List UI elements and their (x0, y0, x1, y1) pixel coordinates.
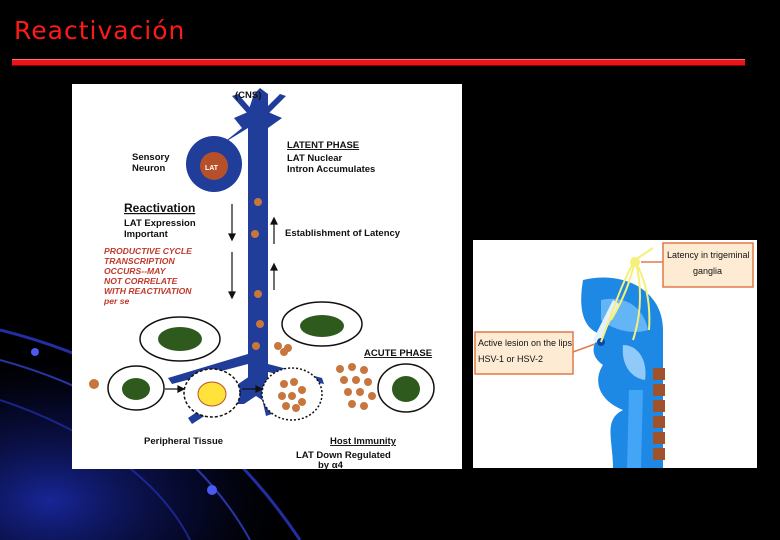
productive-cycle-line-6: per se (103, 296, 130, 306)
latent-phase-line-2: Intron Accumulates (287, 164, 375, 175)
cell-upper-left (140, 317, 220, 361)
nucleus-lat-label: LAT (205, 165, 219, 172)
productive-cycle-line-3: OCCURS--MAY (104, 266, 167, 276)
cell-lower-left (108, 366, 164, 410)
lesion-label-line-1: Active lesion on the lips (478, 338, 573, 348)
cell-upper-right (282, 302, 362, 346)
decor-dot (31, 348, 39, 356)
hsv-latency-diagram: LAT (CNS) Sensory Neuron LATENT PHASE LA… (72, 84, 462, 469)
reactivation-line-1: LAT Expression (124, 218, 196, 229)
cell-infected (184, 369, 240, 417)
sensory-neuron-label-1: Sensory (132, 152, 170, 163)
productive-cycle-line-4: NOT CORRELATE (104, 276, 178, 286)
latency-label-line-1: Latency in trigeminal (667, 250, 750, 260)
peripheral-tissue-label: Peripheral Tissue (144, 436, 223, 447)
released-virions (336, 363, 376, 410)
trigeminal-ganglion (630, 257, 640, 267)
latent-phase-heading: LATENT PHASE (287, 140, 359, 151)
latency-label-line-2: ganglia (693, 266, 722, 276)
trigeminal-latency-diagram: Latency in trigeminal ganglia Active les… (473, 240, 757, 468)
host-immunity-label: Host Immunity (330, 436, 397, 447)
productive-cycle-line-5: WITH REACTIVATION (104, 286, 192, 296)
cell-lower-right (378, 364, 434, 412)
reactivation-heading: Reactivation (124, 201, 195, 215)
lesion-label-line-2: HSV-1 or HSV-2 (478, 354, 543, 364)
decor-dot (207, 485, 217, 495)
lat-down-label-1: LAT Down Regulated (296, 450, 391, 461)
productive-cycle-line-2: TRANSCRIPTION (104, 256, 175, 266)
acute-phase-label: ACUTE PHASE (364, 348, 432, 359)
head-anatomy (581, 277, 665, 468)
lesion-label-box: Active lesion on the lips HSV-1 or HSV-2 (475, 332, 595, 374)
title-divider (12, 59, 745, 66)
productive-cycle-line-1: PRODUCTIVE CYCLE (104, 246, 192, 256)
cell-lysing (262, 368, 322, 420)
latency-label-box: Latency in trigeminal ganglia (641, 243, 753, 287)
slide-title: Reactivación (14, 16, 185, 45)
reactivation-line-2: Important (124, 229, 169, 240)
lat-down-label-2: by α4 (318, 460, 344, 469)
cns-label: (CNS) (235, 90, 261, 101)
establishment-of-latency-label: Establishment of Latency (285, 228, 401, 239)
latent-phase-line-1: LAT Nuclear (287, 153, 343, 164)
sensory-neuron-label-2: Neuron (132, 163, 165, 174)
